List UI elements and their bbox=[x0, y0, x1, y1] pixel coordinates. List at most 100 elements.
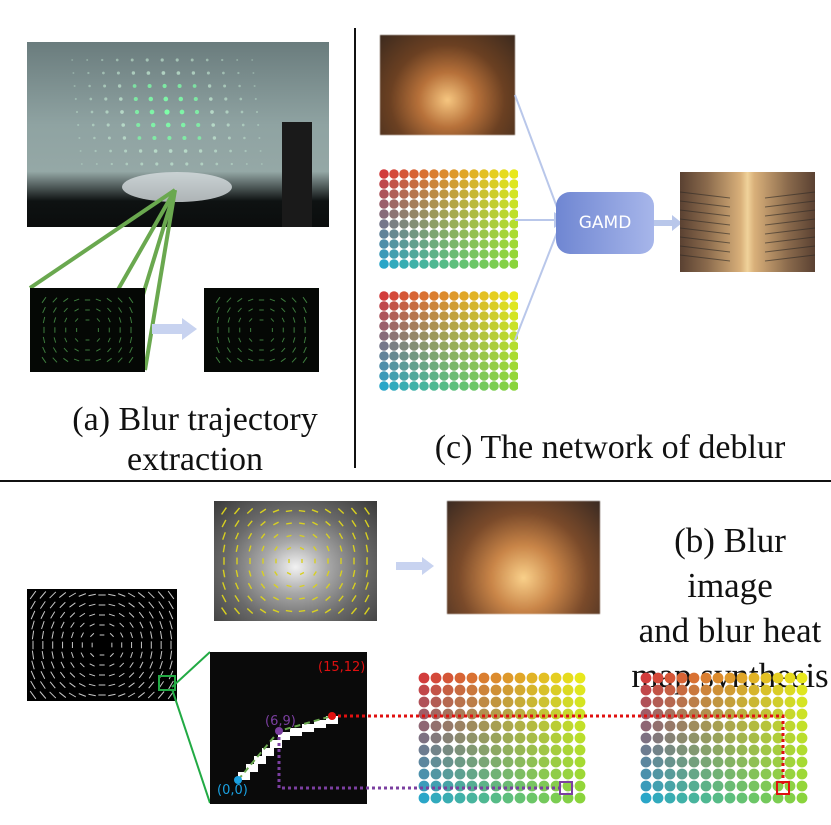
blur-streak bbox=[235, 544, 239, 553]
blur-streak bbox=[149, 621, 154, 629]
heatmap-dot bbox=[389, 259, 399, 269]
heatmap-dot bbox=[478, 696, 490, 708]
laser-dot bbox=[254, 97, 257, 101]
heatmap-dot bbox=[736, 768, 748, 780]
blur-streak bbox=[59, 671, 66, 679]
blur-streak bbox=[78, 693, 86, 697]
blur-streak bbox=[246, 508, 254, 514]
heatmap-dot bbox=[489, 361, 499, 371]
blur-streak bbox=[68, 692, 77, 698]
heatmap-dot bbox=[526, 744, 538, 756]
blur-streak bbox=[291, 297, 297, 303]
heatmap-dot bbox=[449, 361, 459, 371]
heatmap-dot bbox=[489, 291, 499, 301]
blur-streak bbox=[140, 631, 143, 639]
blur-streak bbox=[119, 662, 125, 668]
camera-tripod bbox=[282, 122, 312, 227]
heatmap-dot bbox=[748, 720, 760, 732]
blur-streak bbox=[108, 613, 115, 617]
heatmap-dot bbox=[442, 684, 454, 696]
laser-dot bbox=[105, 110, 109, 114]
heatmap-dot bbox=[466, 792, 478, 804]
heatmap-dot bbox=[442, 708, 454, 720]
blur-streak bbox=[226, 297, 232, 303]
blur-streak bbox=[226, 347, 231, 353]
laser-dot bbox=[257, 123, 260, 127]
heatmap-dot bbox=[760, 696, 772, 708]
heatmap-dot bbox=[479, 321, 489, 331]
projector-device bbox=[122, 172, 232, 202]
heatmap-dot bbox=[379, 301, 389, 311]
heatmap-dot bbox=[489, 249, 499, 259]
laser-dot bbox=[193, 96, 198, 102]
heatmap-dot bbox=[700, 720, 712, 732]
heatmap-dot bbox=[478, 732, 490, 744]
heatmap-dot bbox=[499, 321, 509, 331]
blur-streak bbox=[118, 603, 126, 607]
laser-dot bbox=[167, 135, 172, 141]
laser-dot bbox=[107, 136, 111, 140]
laser-dot bbox=[95, 163, 98, 165]
heatmap-dot bbox=[379, 361, 389, 371]
blur-streak bbox=[96, 348, 101, 352]
heatmap-dot bbox=[449, 179, 459, 189]
heatmap-dot bbox=[409, 189, 419, 199]
heatmap-dot bbox=[796, 792, 808, 804]
heatmap-dot bbox=[419, 209, 429, 219]
heatmap-dot bbox=[429, 219, 439, 229]
heatmap-dot bbox=[419, 381, 429, 391]
blur-streak bbox=[60, 621, 65, 629]
blur-streak bbox=[338, 532, 344, 540]
blur-streak bbox=[138, 671, 145, 679]
laser-dot bbox=[185, 162, 189, 166]
heatmap-dot bbox=[640, 696, 652, 708]
blur-streak bbox=[29, 590, 37, 600]
blur-streak bbox=[59, 601, 66, 609]
blur-streak bbox=[108, 593, 116, 597]
trajectory-pixel bbox=[238, 772, 250, 780]
heatmap-dot bbox=[499, 381, 509, 391]
heatmap-dot bbox=[442, 744, 454, 756]
heatmap-dot bbox=[429, 179, 439, 189]
heatmap-dot bbox=[439, 381, 449, 391]
heatmap-dot bbox=[574, 684, 586, 696]
heatmap-dot bbox=[760, 768, 772, 780]
trajectory-pixel bbox=[270, 740, 282, 748]
heatmap-c2 bbox=[379, 291, 518, 391]
blur-streak bbox=[273, 533, 279, 539]
laser-dot bbox=[87, 71, 90, 75]
laser-dot bbox=[224, 97, 228, 101]
blur-streak bbox=[148, 611, 154, 619]
blur-streak bbox=[127, 692, 136, 698]
blur-streak bbox=[137, 592, 145, 598]
shelf-line bbox=[679, 254, 731, 262]
blur-streak bbox=[73, 358, 80, 362]
heatmap-dot bbox=[429, 259, 439, 269]
heatmap-dot bbox=[784, 732, 796, 744]
blur-streak bbox=[41, 660, 45, 670]
blur-streak bbox=[41, 630, 45, 640]
heatmap-dot bbox=[676, 768, 688, 780]
heatmap-dot bbox=[490, 672, 502, 684]
laser-dot bbox=[121, 123, 126, 127]
heatmap-dot bbox=[509, 341, 518, 351]
blur-streak bbox=[63, 297, 69, 303]
heatmap-dot bbox=[574, 672, 586, 684]
heatmap-dot bbox=[439, 371, 449, 381]
heatmap-dot bbox=[459, 321, 469, 331]
blur-streak bbox=[117, 297, 123, 303]
laser-dot bbox=[71, 59, 74, 61]
blur-streak bbox=[109, 663, 115, 667]
heatmap-dot bbox=[499, 371, 509, 381]
laser-dot bbox=[207, 84, 212, 88]
heatmap-dot bbox=[499, 291, 509, 301]
arrow-right-c bbox=[654, 215, 682, 231]
blur-streak bbox=[350, 607, 358, 615]
blur-streak bbox=[259, 608, 267, 614]
arrow-right-b bbox=[396, 557, 434, 575]
heatmap-dot bbox=[469, 351, 479, 361]
laser-dot bbox=[163, 96, 169, 102]
blur-streak bbox=[120, 632, 124, 638]
blur-streak bbox=[118, 593, 126, 597]
blur-streak bbox=[149, 661, 154, 669]
